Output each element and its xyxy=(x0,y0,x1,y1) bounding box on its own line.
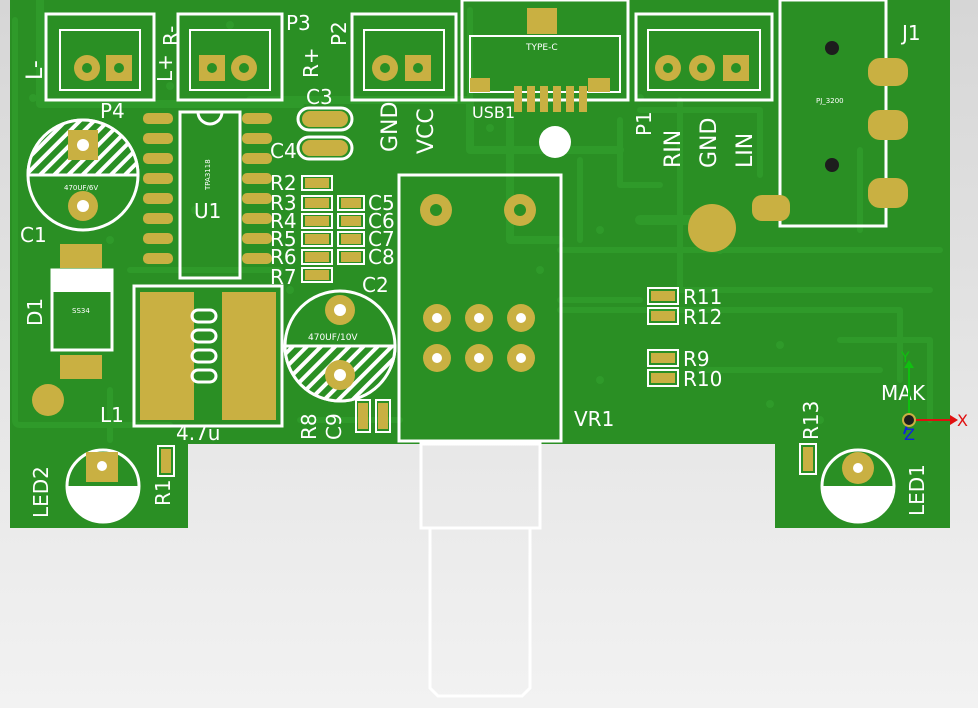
capacitor-c9[interactable] xyxy=(375,399,391,433)
ic-u1[interactable] xyxy=(143,110,272,280)
label-u1-part: TPA3118 xyxy=(204,159,212,191)
resistor-r9[interactable] xyxy=(647,349,679,367)
label-axis-origin: MAK xyxy=(881,381,926,405)
label-c3: C3 xyxy=(306,85,333,109)
label-gnd-p2: GND xyxy=(378,102,403,152)
label-p1: P1 xyxy=(632,111,656,136)
resistor-r10[interactable] xyxy=(647,369,679,387)
resistor-r12[interactable] xyxy=(647,307,679,325)
axis-gizmo: X Y Z xyxy=(900,350,968,444)
label-r8: R8 xyxy=(297,413,321,440)
connector-p2[interactable] xyxy=(350,12,458,102)
label-j1: J1 xyxy=(900,21,921,45)
label-c1: C1 xyxy=(20,223,47,247)
resistor-array[interactable] xyxy=(301,175,365,283)
label-r5: R5 xyxy=(270,227,297,251)
label-usb1: USB1 xyxy=(472,103,515,122)
label-j1-part: PJ_3200 xyxy=(816,97,844,105)
label-r12: R12 xyxy=(683,305,722,329)
label-r-plus: R+ xyxy=(299,47,323,78)
label-d1-part: SS34 xyxy=(72,307,90,315)
label-d1: D1 xyxy=(23,298,47,326)
label-r6: R6 xyxy=(270,245,297,269)
label-c6: C6 xyxy=(368,209,395,233)
connector-p4[interactable] xyxy=(44,12,156,102)
diode-d1[interactable] xyxy=(32,244,114,416)
label-led1: LED1 xyxy=(905,464,929,516)
label-c8: C8 xyxy=(368,245,395,269)
led1[interactable] xyxy=(820,448,896,524)
axis-y-label: Y xyxy=(900,350,910,366)
connector-p3[interactable] xyxy=(176,12,284,102)
label-vr1: VR1 xyxy=(574,407,614,431)
label-lin: LIN xyxy=(733,133,758,168)
label-r3: R3 xyxy=(270,191,297,215)
usb-type-c-connector[interactable] xyxy=(460,0,630,158)
label-r10: R10 xyxy=(683,367,722,391)
capacitor-c2[interactable] xyxy=(283,289,397,403)
label-c2-value: 470UF/10V xyxy=(308,333,358,343)
label-r1: R1 xyxy=(151,479,175,506)
label-r2: R2 xyxy=(270,171,297,195)
label-r7: R7 xyxy=(270,265,297,289)
dc-jack-j1[interactable] xyxy=(688,0,908,252)
label-gnd-p1: GND xyxy=(697,118,722,168)
label-r-minus: R- xyxy=(159,26,183,46)
label-usb-type: TYPE-C xyxy=(525,43,558,53)
label-p2: P2 xyxy=(327,21,351,46)
label-c9: C9 xyxy=(322,413,346,440)
label-rin: RIN xyxy=(661,130,686,168)
resistor-r13[interactable] xyxy=(799,443,817,475)
label-c2: C2 xyxy=(362,273,389,297)
axis-z-label: Z xyxy=(904,425,915,444)
label-l-minus: L- xyxy=(23,60,48,80)
label-r11: R11 xyxy=(683,285,722,309)
label-p3: P3 xyxy=(286,11,311,35)
label-c4: C4 xyxy=(270,139,297,163)
label-inductor-value: 4.7u xyxy=(176,421,220,445)
label-r9: R9 xyxy=(683,347,710,371)
capacitor-c3[interactable] xyxy=(296,106,354,132)
label-u1: U1 xyxy=(194,199,221,223)
label-c7: C7 xyxy=(368,227,395,251)
resistor-r8[interactable] xyxy=(355,399,371,433)
led2[interactable] xyxy=(65,448,141,524)
label-r4: R4 xyxy=(270,209,297,233)
label-vcc: VCC xyxy=(414,108,439,154)
label-r13: R13 xyxy=(799,401,823,440)
axis-x-label: X xyxy=(957,411,968,430)
label-l1: L1 xyxy=(100,403,124,427)
potentiometer-vr1[interactable] xyxy=(397,173,563,443)
inductor-l1[interactable] xyxy=(132,284,284,428)
resistor-r11[interactable] xyxy=(647,287,679,305)
label-c1-value: 470UF/6V xyxy=(64,184,98,192)
label-p4: P4 xyxy=(100,99,125,123)
silkscreen-labels: L- L+ R- R+ P4 P3 P2 GND VCC TYPE-C USB1… xyxy=(20,11,929,518)
capacitor-c1[interactable] xyxy=(26,118,140,232)
capacitor-c4[interactable] xyxy=(296,135,354,161)
label-led2: LED2 xyxy=(29,466,53,518)
connector-p1[interactable] xyxy=(634,12,774,102)
label-c5: C5 xyxy=(368,191,395,215)
copper-traces xyxy=(12,0,943,443)
potentiometer-shaft xyxy=(419,442,542,698)
resistor-r1[interactable] xyxy=(157,445,175,477)
label-l-plus: L+ xyxy=(153,54,177,82)
